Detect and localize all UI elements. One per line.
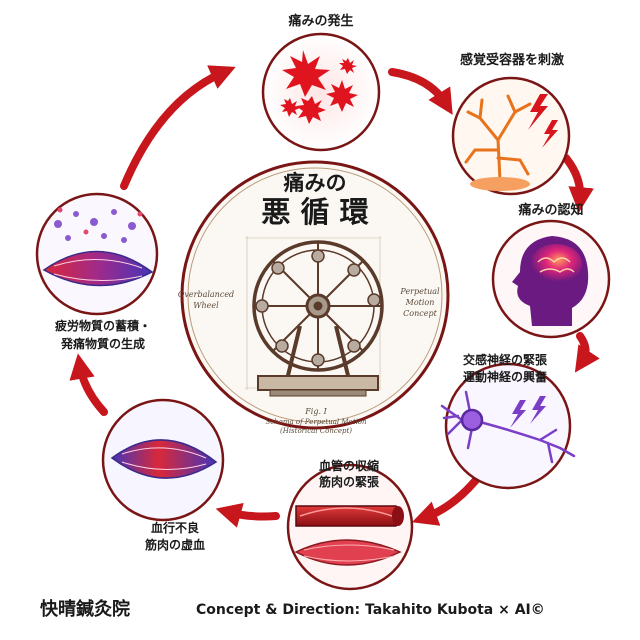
starburst-icon [280, 50, 358, 124]
node-vessel-label-2: 筋肉の緊張 [318, 474, 380, 489]
node-nerve-label-1: 交感神経の緊張 [463, 352, 548, 367]
cycle-arrows [69, 65, 600, 528]
node-ischemia-label-1: 血行不良 [151, 520, 199, 535]
wheel-label-left-1: Overbalanced [178, 290, 234, 299]
node-fatigue: 疲労物質の蓄積・ 発痛物質の生成 [35, 192, 159, 351]
center-panel: 痛みの 悪 循 環 [178, 160, 450, 435]
arrow-ischemia-to-fatigue [69, 353, 108, 416]
clinic-name: 快晴鍼灸院 [40, 598, 130, 620]
arrow-receptor-to-recognition [562, 154, 594, 213]
node-receptor-label: 感覚受容器を刺激 [460, 52, 565, 68]
fig-caption-1: Schema of Perpetual Motion [265, 418, 367, 426]
brain-head-icon [512, 236, 589, 326]
node-recognition-label: 痛みの認知 [517, 202, 583, 218]
center-title-line2: 悪 循 環 [261, 195, 369, 229]
wheel-label-right-1: Perpetual [399, 287, 440, 296]
credit-line: Concept & Direction: Takahito Kubota × A… [196, 602, 545, 618]
center-title-line1: 痛みの [284, 170, 347, 195]
perpetual-motion-wheel-icon [245, 236, 384, 397]
node-pain-onset: 痛みの発生 [261, 13, 381, 152]
node-nerve-label-2: 運動神経の興奮 [463, 369, 547, 384]
muscle-icon [294, 539, 402, 566]
arrow-fatigue-to-onset [120, 65, 236, 190]
node-vessel-label-1: 血管の収縮 [319, 458, 379, 473]
node-ischemia: 血行不良 筋肉の虚血 [101, 398, 225, 552]
arrow-nerve-to-vessel [411, 476, 480, 526]
node-vessel: 血管の収縮 筋肉の緊張 [286, 458, 414, 591]
neuron-icon [440, 390, 576, 464]
lightning-icon [528, 94, 558, 148]
arrow-onset-to-receptor [388, 68, 453, 115]
node-fatigue-label-2: 発痛物質の生成 [60, 336, 145, 351]
arrow-recognition-to-nerve [574, 332, 600, 373]
node-recognition: 痛みの認知 [491, 202, 611, 339]
lightning-icon [510, 396, 546, 428]
wheel-label-right-2: Motion [405, 298, 435, 307]
wheel-label-left-2: Wheel [193, 301, 219, 310]
muscle-icon [110, 439, 218, 479]
wheel-label-right-3: Concept [403, 309, 437, 318]
arrow-vessel-to-ischemia [215, 503, 280, 528]
node-pain-onset-label: 痛みの発生 [287, 13, 353, 29]
fig-label: Fig. I [304, 407, 327, 416]
node-ischemia-label-2: 筋肉の虚血 [144, 537, 205, 552]
node-nerve: 交感神経の緊張 運動神経の興奮 [440, 352, 576, 490]
node-receptor: 感覚受容器を刺激 [451, 52, 571, 196]
node-fatigue-label-1: 疲労物質の蓄積・ [55, 318, 151, 333]
fig-caption-2: (Historical Concept) [280, 427, 352, 435]
muscle-particles-icon [42, 207, 154, 287]
nerve-receptor-icon [464, 94, 532, 191]
blood-vessel-icon [295, 505, 404, 527]
